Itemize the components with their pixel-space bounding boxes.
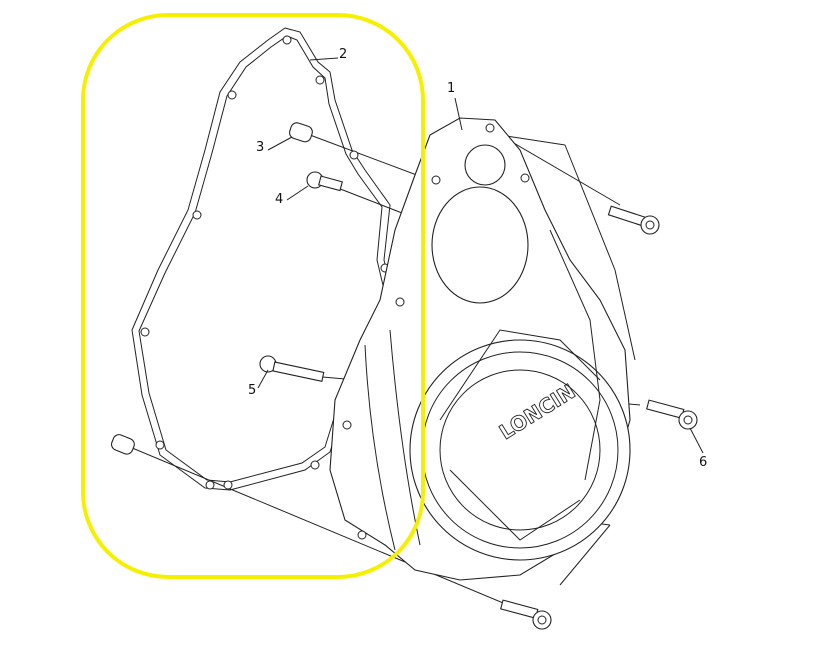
callout-leaders bbox=[257, 57, 704, 454]
cover-part-1: LONCIN bbox=[329, 117, 631, 581]
part-label-1: 1 bbox=[447, 81, 456, 96]
dowel-pin-3 bbox=[289, 122, 313, 143]
bolt-upper-right bbox=[607, 205, 660, 235]
bolt-4 bbox=[306, 171, 343, 192]
part-label-6: 6 bbox=[699, 455, 708, 470]
part-label-2: 2 bbox=[339, 47, 348, 62]
part-label-3: 3 bbox=[256, 140, 265, 155]
gasket-part-2 bbox=[131, 27, 395, 491]
bolt-bottom bbox=[500, 599, 552, 630]
bolt-6 bbox=[646, 399, 698, 430]
highlight-box bbox=[81, 13, 425, 579]
dowel-pin-lower bbox=[110, 434, 135, 455]
part-label-4: 4 bbox=[275, 192, 284, 207]
bolt-5 bbox=[259, 355, 325, 382]
part-label-5: 5 bbox=[248, 383, 257, 398]
